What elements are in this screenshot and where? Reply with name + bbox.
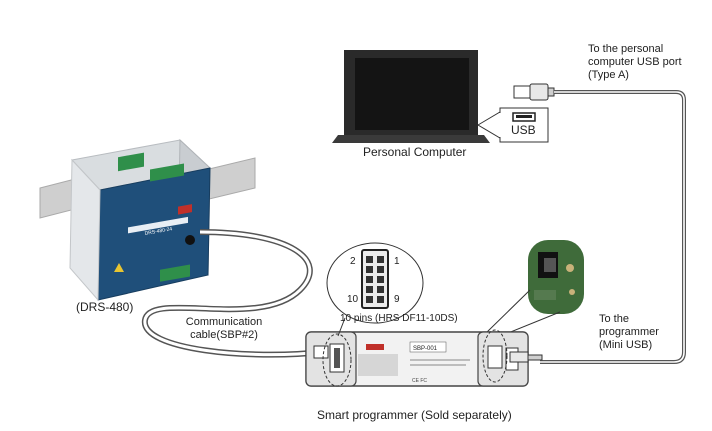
drs-480-power-supply xyxy=(39,138,256,302)
psu-model-print: DRS-480-24 xyxy=(144,226,173,237)
personal-computer-label: Personal Computer xyxy=(363,145,467,159)
pin-2-label: 2 xyxy=(350,256,356,267)
usb-port-callout xyxy=(477,107,549,143)
pin-9-label: 9 xyxy=(394,294,400,305)
pin-header-caption: 10 pins (HRS DF11-10DS) xyxy=(340,313,458,324)
smart-programmer-caption: Smart programmer (Sold separately) xyxy=(317,408,512,422)
svg-text:CE FC: CE FC xyxy=(412,378,427,384)
usb-callout-ellipse xyxy=(482,329,508,383)
smart-programmer-device: CE FC xyxy=(305,331,529,387)
programmer-model-print: SBP-001 xyxy=(413,346,438,352)
mini-usb-plug-icon xyxy=(509,351,543,363)
pin-header-zoom xyxy=(326,242,424,324)
laptop xyxy=(332,50,490,143)
to-programmer-label: To the programmer (Mini USB) xyxy=(599,313,659,351)
drs-480-label: (DRS-480) xyxy=(76,300,134,314)
usb-tag-label: USB xyxy=(511,123,536,137)
pc-usb-port-label: To the personal computer USB port (Type … xyxy=(588,43,682,81)
mini-usb-zoom xyxy=(528,240,584,314)
pin-1-label: 1 xyxy=(394,256,400,267)
communication-cable-label: Communication cable(SBP#2) xyxy=(185,316,263,341)
pin-callout-ellipse xyxy=(322,333,352,387)
pin-10-label: 10 xyxy=(347,294,359,305)
usb-plug-icon xyxy=(513,83,555,101)
